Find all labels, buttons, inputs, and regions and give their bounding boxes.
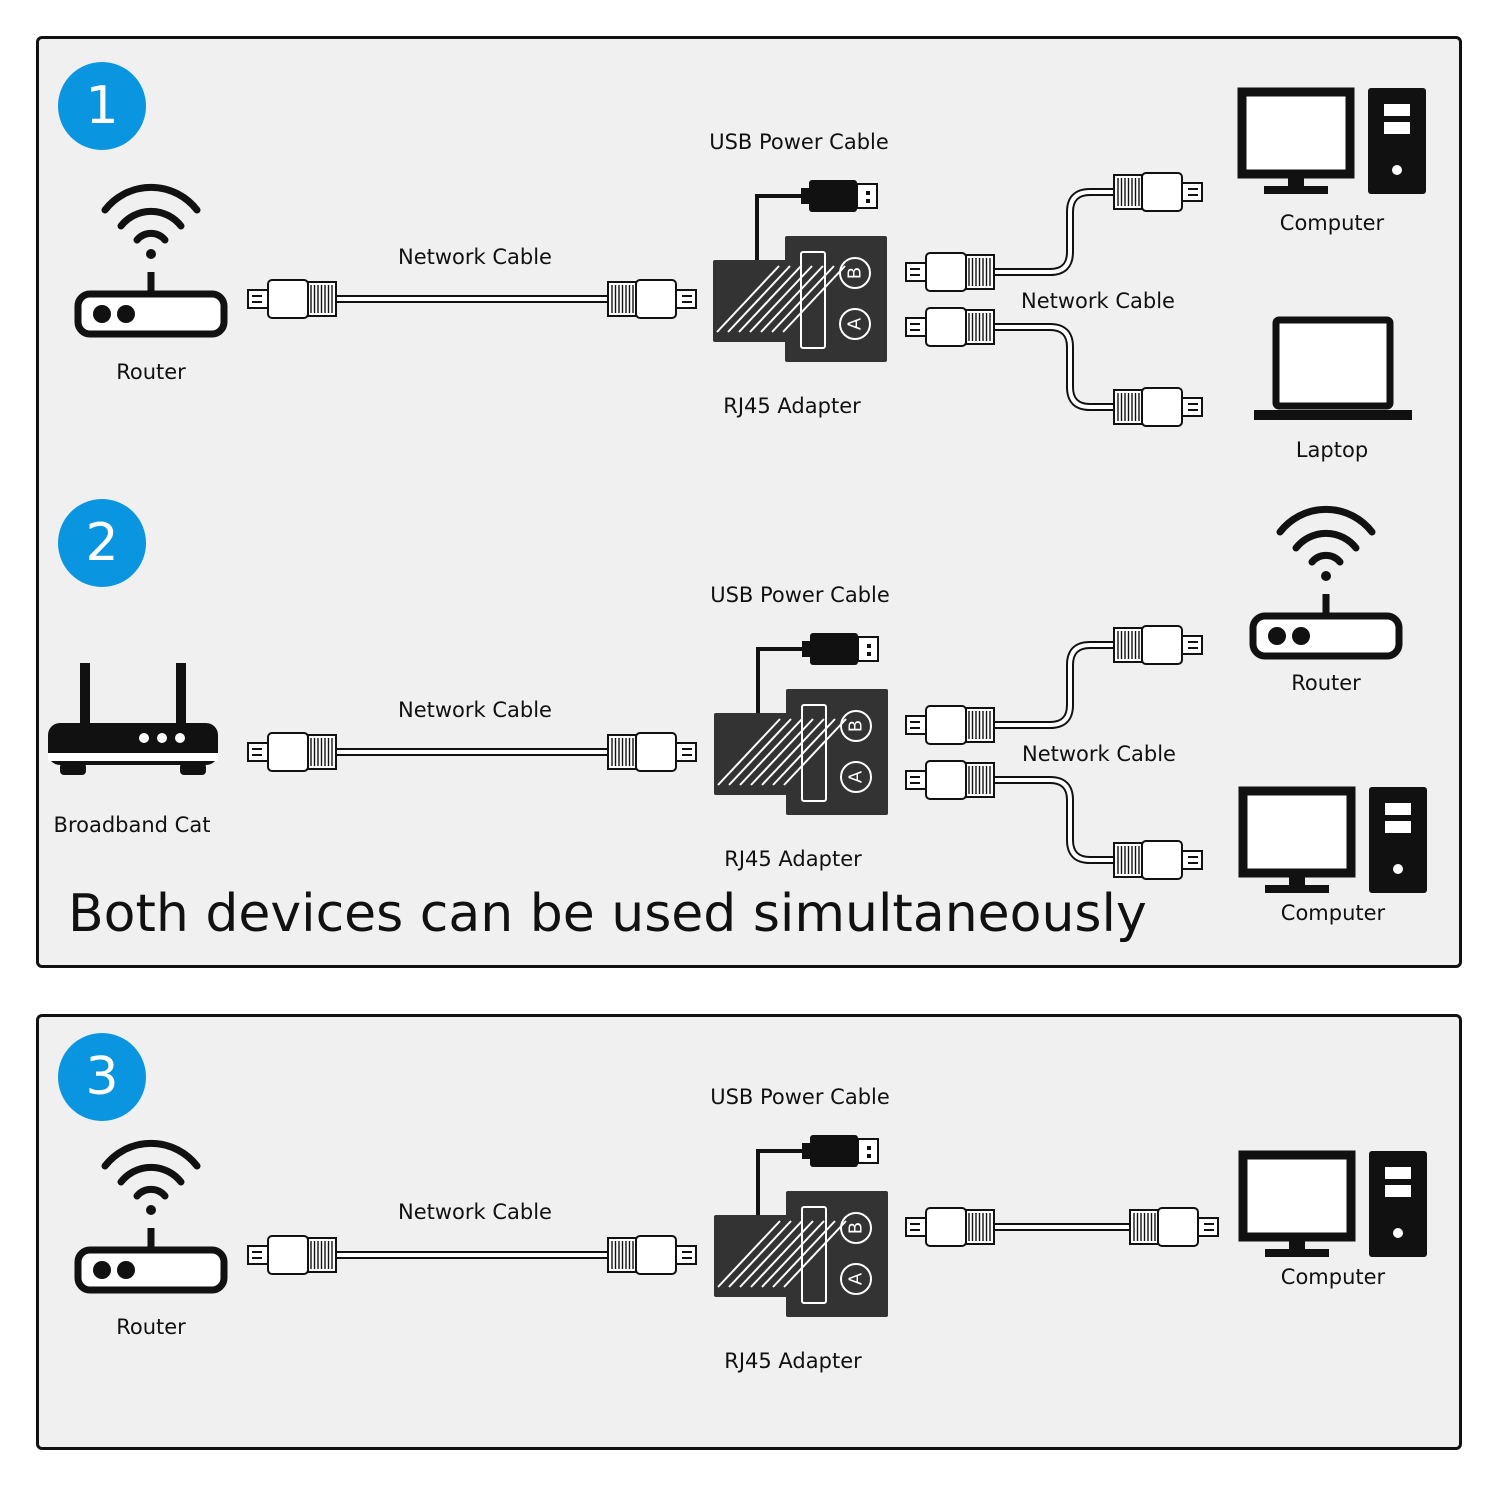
rj45-adapter-label: RJ45 Adapter bbox=[724, 847, 862, 871]
broadband-cat-label: Broadband Cat bbox=[53, 813, 211, 837]
rj45-adapter-icon: BA bbox=[714, 1135, 888, 1317]
router-label: Router bbox=[116, 1315, 186, 1339]
step-badge-1: 1 bbox=[58, 62, 146, 150]
usb-power-cable-label: USB Power Cable bbox=[709, 130, 889, 154]
desktop-computer-icon bbox=[1238, 786, 1427, 893]
port-b-marker: B bbox=[839, 257, 871, 289]
svg-text:B: B bbox=[845, 267, 866, 279]
network-cable-label: Network Cable bbox=[398, 698, 552, 722]
rj45-plug-icon bbox=[247, 279, 337, 319]
rj45-plug-icon bbox=[905, 307, 995, 347]
svg-text:A: A bbox=[846, 1272, 867, 1285]
network-cable-label: Network Cable bbox=[1021, 289, 1175, 313]
port-a-marker: A bbox=[839, 308, 871, 340]
svg-text:B: B bbox=[846, 720, 867, 732]
desktop-computer-icon bbox=[1238, 1150, 1427, 1257]
wifi-router-icon bbox=[74, 183, 228, 338]
svg-text:A: A bbox=[846, 770, 867, 783]
step-badge-2: 2 bbox=[58, 499, 146, 587]
svg-text:A: A bbox=[845, 317, 866, 330]
computer-label: Computer bbox=[1280, 1265, 1386, 1289]
usb-power-cable-label: USB Power Cable bbox=[710, 1085, 890, 1109]
rj45-plug-icon bbox=[1113, 387, 1203, 427]
port-b-marker: B bbox=[840, 1212, 872, 1244]
computer-label: Computer bbox=[1279, 211, 1385, 235]
rj45-plug-icon bbox=[905, 705, 995, 745]
panel-top bbox=[36, 36, 1462, 968]
port-a-marker: A bbox=[840, 1263, 872, 1295]
network-cable-label: Network Cable bbox=[1022, 742, 1176, 766]
broadband-modem-icon bbox=[48, 663, 218, 775]
caption-text: Both devices can be used simultaneously bbox=[68, 884, 1147, 944]
router-label: Router bbox=[1291, 671, 1361, 695]
rj45-adapter-icon: BA bbox=[713, 180, 887, 362]
rj45-plug-icon bbox=[905, 760, 995, 800]
rj45-adapter-label: RJ45 Adapter bbox=[723, 394, 861, 418]
rj45-adapter-label: RJ45 Adapter bbox=[724, 1349, 862, 1373]
usb-power-cable-label: USB Power Cable bbox=[710, 583, 890, 607]
port-b-marker: B bbox=[840, 710, 872, 742]
rj45-plug-icon bbox=[607, 1235, 697, 1275]
rj45-plug-icon bbox=[1129, 1207, 1219, 1247]
rj45-plug-icon bbox=[1113, 172, 1203, 212]
wifi-router-icon bbox=[74, 1139, 228, 1294]
desktop-computer-icon bbox=[1237, 87, 1426, 194]
wifi-router-icon bbox=[1249, 505, 1403, 660]
laptop-label: Laptop bbox=[1295, 438, 1369, 462]
rj45-plug-icon bbox=[247, 732, 337, 772]
network-cable-label: Network Cable bbox=[398, 245, 552, 269]
rj45-plug-icon bbox=[905, 1207, 995, 1247]
port-a-marker: A bbox=[840, 761, 872, 793]
rj45-adapter-icon: BA bbox=[714, 633, 888, 815]
rj45-plug-icon bbox=[905, 252, 995, 292]
rj45-plug-icon bbox=[1113, 840, 1203, 880]
rj45-plug-icon bbox=[607, 732, 697, 772]
rj45-plug-icon bbox=[607, 279, 697, 319]
rj45-plug-icon bbox=[1113, 625, 1203, 665]
router-label: Router bbox=[116, 360, 186, 384]
step-badge-3: 3 bbox=[58, 1033, 146, 1121]
computer-label: Computer bbox=[1280, 901, 1386, 925]
laptop-icon bbox=[1254, 316, 1412, 420]
network-cable-label: Network Cable bbox=[398, 1200, 552, 1224]
rj45-plug-icon bbox=[247, 1235, 337, 1275]
svg-text:B: B bbox=[846, 1222, 867, 1234]
